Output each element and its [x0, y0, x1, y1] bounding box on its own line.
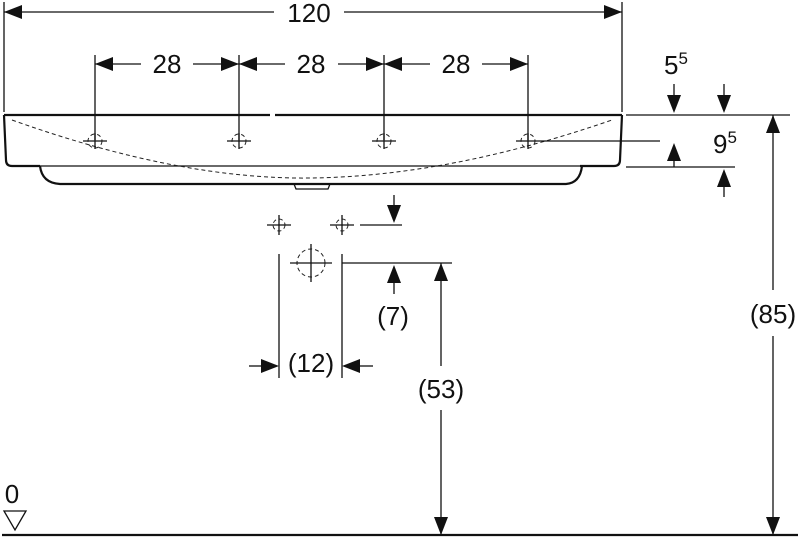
- floor-line: 0: [2, 479, 798, 537]
- rim-thickness-base: 5: [664, 50, 678, 80]
- overall-width-dimension: 120: [3, 0, 623, 112]
- bowl-depth-dimension: 95: [626, 128, 737, 197]
- rim-thickness-label: 55: [664, 49, 688, 80]
- bowl-depth-sup: 5: [727, 128, 736, 147]
- tap-hole-icon: [83, 133, 107, 149]
- rim-thickness-dimension: 55: [626, 49, 790, 116]
- tap-holes: [83, 133, 660, 149]
- trap-offset-label: (7): [377, 301, 409, 331]
- tap-spacing-dimensions: 28 28 28: [94, 49, 529, 140]
- bowl-depth-label: 95: [713, 128, 737, 159]
- overall-height-label: (85): [750, 299, 796, 329]
- tap-spacing-3-label: 28: [442, 49, 471, 79]
- tap-hole-icon: [330, 215, 354, 235]
- tap-spacing-2-label: 28: [297, 49, 326, 79]
- drain-outlet-icon: [290, 244, 332, 282]
- rim-thickness-sup: 5: [678, 49, 687, 68]
- tap-hole-icon: [227, 133, 251, 149]
- tap-hole-icon: [516, 133, 660, 149]
- bowl-depth-base: 9: [713, 129, 727, 159]
- trap-width-label: (12): [288, 348, 334, 378]
- basin-outline: [2, 113, 624, 190]
- floor-level-label: 0: [5, 479, 19, 509]
- tap-spacing-1-label: 28: [153, 49, 182, 79]
- tap-hole-icon: [372, 133, 396, 149]
- overall-width-label: 120: [287, 0, 330, 28]
- tap-hole-icon: [267, 215, 291, 235]
- overall-height-dimension: (85): [750, 115, 796, 535]
- floor-level-icon: [2, 510, 28, 532]
- trap-connection: (7) (12) (53): [249, 195, 464, 535]
- drain-outlet-icon: [293, 183, 331, 190]
- trap-height-label: (53): [418, 374, 464, 404]
